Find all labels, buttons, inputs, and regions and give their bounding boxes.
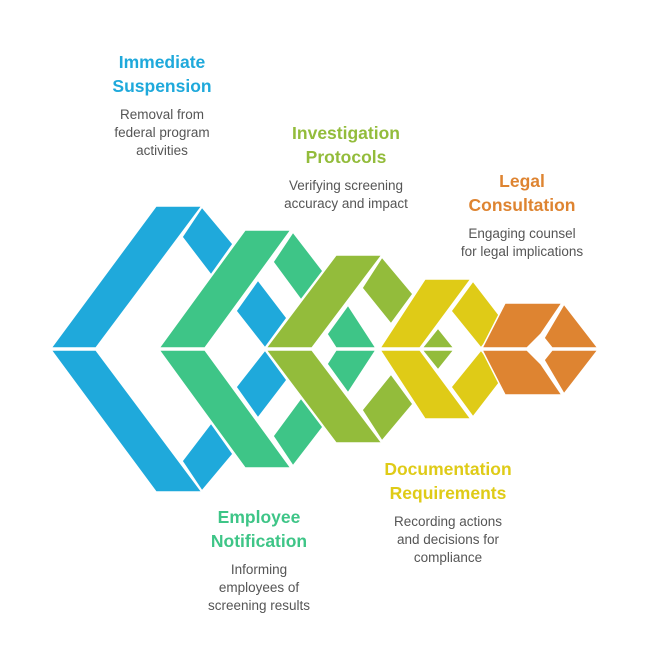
blue-segment-bottom xyxy=(181,422,234,492)
step-investigation-protocols: Investigation Protocols Verifying screen… xyxy=(284,121,408,213)
title-line: Employee xyxy=(217,507,301,527)
step-title: Employee Notification xyxy=(208,505,310,553)
desc-line: employees of xyxy=(218,580,300,595)
olive-band-top xyxy=(265,254,383,349)
desc-line: federal program xyxy=(114,125,210,140)
blue-band-bottom xyxy=(50,349,203,493)
step-legal-consultation: Legal Consultation Engaging counsel for … xyxy=(461,169,583,261)
green-segment-bottom xyxy=(272,397,324,467)
desc-line: Recording actions xyxy=(393,514,503,529)
desc-line: for legal implications xyxy=(460,244,584,259)
title-line: Immediate xyxy=(118,52,206,72)
yellow-band-bottom xyxy=(379,349,472,420)
desc-line: Verifying screening xyxy=(288,178,404,193)
title-line: Requirements xyxy=(389,483,507,503)
blue-band-top xyxy=(50,205,203,349)
green-band-bottom xyxy=(158,349,292,469)
step-title: Immediate Suspension xyxy=(112,50,211,98)
step-title: Investigation Protocols xyxy=(284,121,408,169)
desc-line: screening results xyxy=(207,598,311,613)
step-title: Legal Consultation xyxy=(461,169,583,217)
green-band-top xyxy=(158,229,292,349)
step-employee-notification: Employee Notification Informing employee… xyxy=(208,505,310,615)
blue-diamond-bottom xyxy=(235,349,288,419)
step-description: Recording actions and decisions for comp… xyxy=(384,513,511,567)
blue-diamond-top xyxy=(235,279,288,349)
desc-line: and decisions for xyxy=(396,532,500,547)
title-line: Legal xyxy=(499,171,545,191)
green-diamond-top xyxy=(326,304,377,349)
orange-piece-bottom xyxy=(543,349,599,395)
olive-segment-bottom xyxy=(361,373,414,442)
step-description: Removal from federal program activities xyxy=(112,106,211,160)
orange-piece-top xyxy=(481,302,563,349)
green-segment-top xyxy=(272,231,324,301)
blue-segment-top xyxy=(181,206,234,276)
step-description: Engaging counsel for legal implications xyxy=(461,225,583,261)
desc-line: compliance xyxy=(413,550,483,565)
desc-line: Removal from xyxy=(119,107,205,122)
title-line: Notification xyxy=(210,531,308,551)
olive-diamond-bottom xyxy=(421,349,455,371)
title-line: Protocols xyxy=(305,147,387,167)
orange-piece-top xyxy=(543,303,599,349)
step-description: Verifying screening accuracy and impact xyxy=(284,177,408,213)
title-line: Consultation xyxy=(468,195,576,215)
title-line: Documentation xyxy=(384,459,512,479)
step-description: Informing employees of screening results xyxy=(208,561,310,615)
desc-line: accuracy and impact xyxy=(284,196,408,211)
desc-line: Engaging counsel xyxy=(468,226,576,241)
title-line: Investigation xyxy=(292,123,400,143)
olive-band-bottom xyxy=(265,349,383,444)
step-immediate-suspension: Immediate Suspension Removal from federa… xyxy=(112,50,211,160)
desc-line: activities xyxy=(136,143,188,158)
olive-diamond-top xyxy=(421,327,455,349)
desc-line: Informing xyxy=(230,562,288,577)
olive-segment-top xyxy=(361,256,414,325)
orange-piece-bottom xyxy=(481,349,563,396)
yellow-band-top xyxy=(379,278,472,349)
green-diamond-bottom xyxy=(326,349,377,394)
step-title: Documentation Requirements xyxy=(384,457,511,505)
step-documentation-requirements: Documentation Requirements Recording act… xyxy=(384,457,511,567)
title-line: Suspension xyxy=(112,76,212,96)
